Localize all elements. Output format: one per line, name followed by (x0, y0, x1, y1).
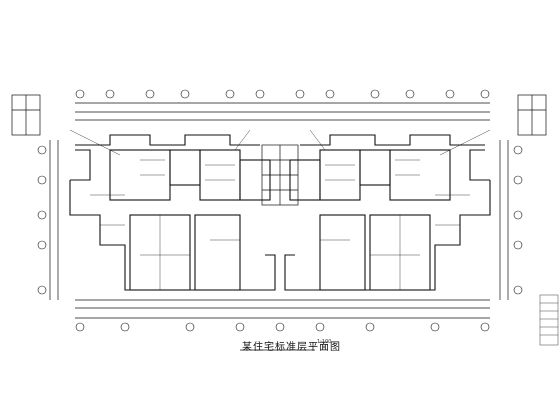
legend-table (539, 294, 559, 346)
top-dimension-lines (75, 102, 490, 121)
left-building-outline (69, 134, 276, 291)
central-core (261, 144, 299, 206)
drawing-scale: 1:100 (317, 339, 332, 345)
left-detail-box (11, 94, 41, 136)
leader-lines (69, 129, 491, 156)
right-detail-box (517, 94, 547, 136)
drawing-title: 某住宅标准层平面图 (242, 342, 341, 353)
right-building-outline (284, 134, 491, 291)
bottom-dimension-lines (75, 299, 490, 319)
axis-bubbles (37, 89, 523, 332)
interior-partitions (90, 159, 470, 290)
